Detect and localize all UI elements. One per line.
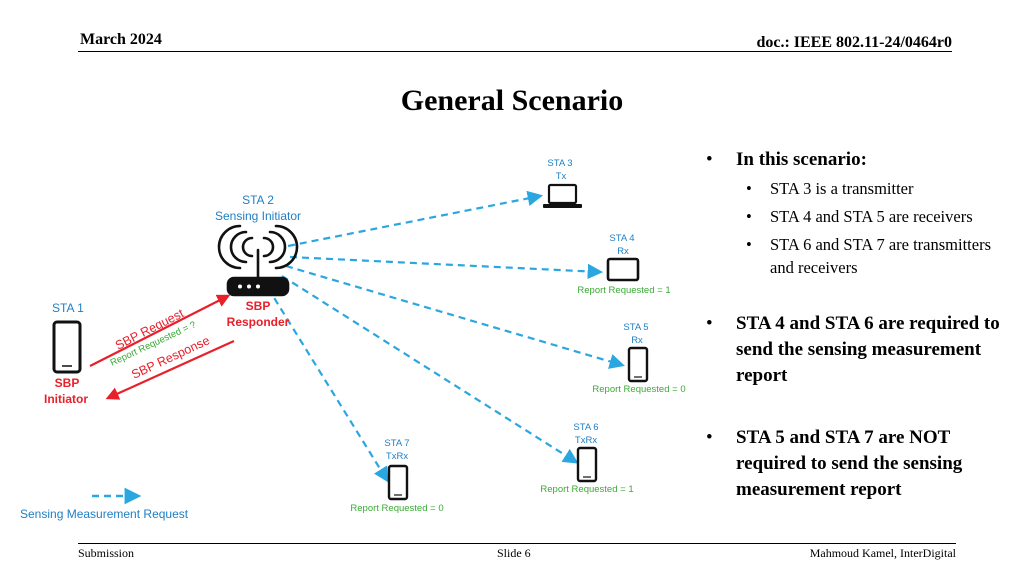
sta7-label: STA 7 (384, 438, 409, 449)
sub-bullet-3: STA 6 and STA 7 are transmitters and rec… (706, 233, 1006, 279)
footer-submission: Submission (78, 546, 135, 560)
sub-bullet-1: STA 3 is a transmitter (706, 177, 1006, 200)
header-date: March 2024 (80, 31, 162, 48)
slide-title: General Scenario (400, 84, 624, 117)
arrow-sbp-request (89, 294, 231, 367)
bullet-1: In this scenario: (706, 148, 1006, 172)
header-divider (78, 51, 952, 52)
sta3-label: STA 3 (547, 158, 572, 169)
sta5-label: STA 5 (623, 322, 648, 333)
sta4-label: STA 4 (609, 233, 634, 244)
sta4-tablet-icon (606, 257, 640, 282)
sub-bullet-2: STA 4 and STA 5 are receivers (706, 205, 1006, 228)
sta7-phone-icon (387, 464, 409, 501)
sta6-phone-icon (576, 446, 598, 483)
sta7-report: Report Requested = 0 (350, 503, 443, 514)
sta2-role-line2: Responder (227, 315, 290, 329)
sta4-mode: Rx (617, 246, 629, 257)
sta5-phone-icon (627, 346, 649, 383)
header-doc-id: doc.: IEEE 802.11-24/0464r0 (756, 34, 952, 51)
arrow-to-sta4 (289, 255, 604, 280)
sta6-mode: TxRx (575, 435, 597, 446)
legend-label: Sensing Measurement Request (20, 507, 189, 521)
bullet-list: In this scenario: STA 3 is a transmitter… (706, 148, 1006, 503)
sta3-mode: Tx (556, 171, 567, 182)
sta2-label: STA 2 (242, 193, 274, 207)
sta4-report: Report Requested = 1 (577, 285, 670, 296)
sta5-mode: Rx (631, 335, 643, 346)
bullet-3: STA 5 and STA 7 are NOT required to send… (706, 425, 1006, 503)
footer-author: Mahmoud Kamel, InterDigital (809, 546, 956, 560)
arrow-to-sta3 (287, 190, 544, 248)
arrow-sbp-response (105, 339, 235, 400)
arrow-to-sta5 (285, 264, 625, 369)
sta1-phone-icon (52, 320, 82, 374)
footer-divider (78, 543, 956, 544)
footer-slide-number: Slide 6 (497, 546, 531, 560)
sta1-role-line2: Initiator (44, 392, 88, 406)
sta5-report: Report Requested = 0 (592, 384, 685, 395)
sta7-mode: TxRx (386, 451, 408, 462)
sta2-role-line1: SBP (246, 299, 271, 313)
arrow-to-sta6 (281, 275, 579, 464)
sta3-laptop-icon (543, 183, 582, 208)
sta1-role-line1: SBP (55, 376, 80, 390)
sta2-sublabel: Sensing Initiator (215, 209, 301, 223)
arrow-to-sta7 (267, 287, 389, 483)
sta6-label: STA 6 (573, 422, 598, 433)
sta1-label: STA 1 (52, 301, 84, 315)
bullet-2: STA 4 and STA 6 are required to send the… (706, 311, 1006, 389)
sta2-router-icon (217, 224, 299, 297)
sta6-report: Report Requested = 1 (540, 484, 633, 495)
